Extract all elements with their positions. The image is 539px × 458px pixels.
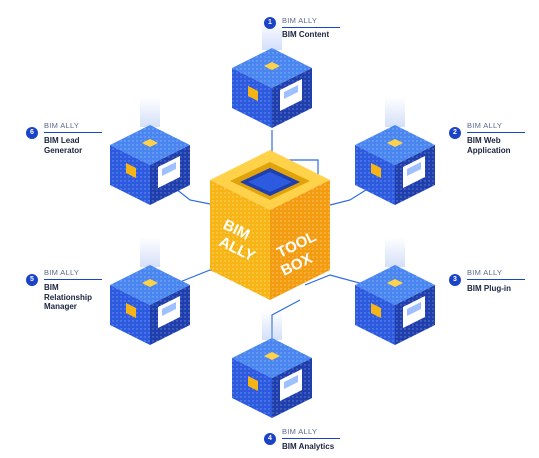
- gold-chip: [387, 139, 403, 147]
- gold-chip: [387, 279, 403, 287]
- gold-chip: [264, 352, 280, 360]
- node-cube-1: [232, 20, 312, 128]
- node-brand: BIM ALLY: [282, 16, 318, 25]
- toolbox-cube: [210, 150, 330, 300]
- node-number-badge: 6: [26, 127, 38, 139]
- node-brand: BIM ALLY: [44, 268, 80, 277]
- light-beam: [140, 237, 160, 267]
- node-title: BIM Analytics: [282, 442, 335, 451]
- node-brand: BIM ALLY: [282, 427, 318, 436]
- node-cube-3: [355, 237, 435, 345]
- plugin-icon: [371, 296, 425, 328]
- light-beam: [262, 310, 282, 340]
- node-brand: BIM ALLY: [467, 121, 503, 130]
- node-rule: [44, 279, 102, 280]
- light-beam: [385, 237, 405, 267]
- light-beam: [140, 97, 160, 127]
- light-beam: [385, 97, 405, 127]
- analytics-icon: [248, 369, 302, 401]
- node-number-badge: 3: [449, 274, 461, 286]
- gold-chip: [142, 279, 158, 287]
- node-brand: BIM ALLY: [44, 121, 80, 130]
- web-app-icon: [371, 156, 425, 188]
- node-title: BIM Content: [282, 30, 330, 39]
- node-cube-6: [110, 97, 190, 205]
- node-rule: [282, 438, 340, 439]
- node-rule: [282, 27, 340, 28]
- gold-chip: [142, 139, 158, 147]
- node-cube-4: [232, 310, 312, 418]
- node-cube-2: [355, 97, 435, 205]
- node-cube-5: [110, 237, 190, 345]
- relationship-icon: [126, 296, 180, 328]
- node-number-badge: 4: [264, 433, 276, 445]
- node-number-badge: 2: [449, 127, 461, 139]
- gold-chip: [264, 62, 280, 70]
- node-title: BIM Plug-in: [467, 284, 511, 293]
- lead-icon: [126, 156, 180, 188]
- node-rule: [467, 279, 525, 280]
- content-icon: [248, 79, 302, 111]
- node-rule: [467, 132, 525, 133]
- node-number-badge: 5: [26, 274, 38, 286]
- node-number-badge: 1: [264, 17, 276, 29]
- node-rule: [44, 132, 102, 133]
- node-brand: BIM ALLY: [467, 268, 503, 277]
